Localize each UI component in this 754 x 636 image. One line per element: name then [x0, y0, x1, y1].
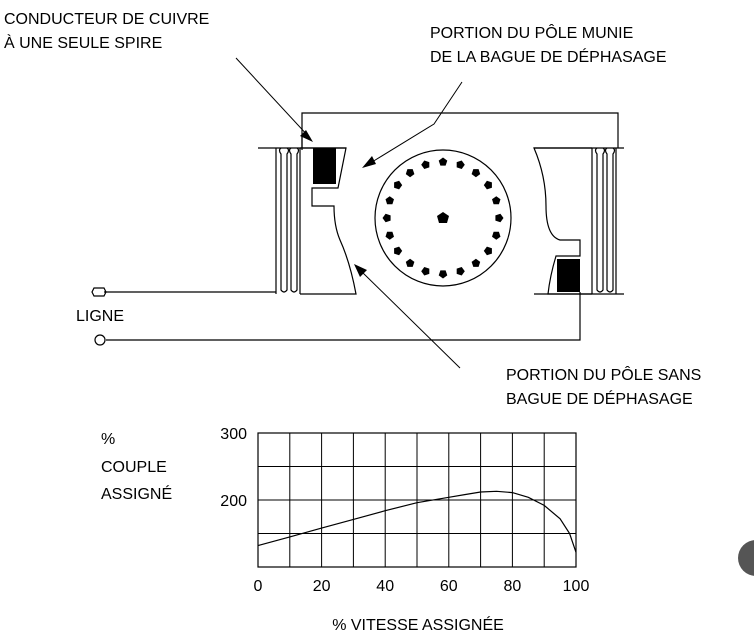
rotor-bar — [405, 258, 415, 267]
arrow-unshaded-portion — [361, 271, 461, 369]
rotor-bar — [483, 246, 492, 256]
y-tick-label: 200 — [220, 493, 247, 510]
rotor-bar — [385, 231, 394, 240]
label-unshaded-line1: PORTION DU PÔLE SANS — [506, 365, 701, 384]
label-unshaded-line2: BAGUE DE DÉPHASAGE — [506, 389, 693, 408]
rotor-bar — [394, 180, 403, 190]
motor-diagram — [91, 57, 624, 369]
rotor-bar — [471, 258, 481, 267]
label-line: LIGNE — [76, 308, 124, 325]
shading-ring-right — [557, 259, 580, 292]
label-conductor-line2: À UNE SEULE SPIRE — [4, 33, 162, 52]
rotor-bar — [438, 270, 448, 279]
chart-ylabel-line2: COUPLE — [101, 459, 167, 476]
top-wire — [301, 112, 619, 148]
arrow-shaded-head — [362, 156, 376, 168]
rotor-bar — [456, 160, 465, 169]
arrow-conductor — [235, 57, 311, 139]
x-tick-label: 100 — [563, 578, 590, 595]
y-tick-label: 300 — [220, 426, 247, 443]
rotor-bar — [495, 213, 504, 223]
rotor-bars — [382, 157, 504, 279]
torque-speed-chart: 0 20 40 60 80 100 200 300 % COUPLE ASSIGNÉ % V… — [101, 426, 589, 634]
torque-curve — [257, 490, 577, 553]
chart-xlabel: % VITESSE ASSIGNÉE — [332, 615, 504, 634]
rotor-bar — [394, 246, 403, 256]
line-wire-lower — [106, 292, 581, 341]
chart-ylabel-line3: ASSIGNÉ — [101, 484, 172, 503]
rotor-bar — [492, 231, 501, 240]
corner-badge — [738, 540, 754, 576]
rotor-bar — [382, 213, 391, 223]
left-pole-face — [300, 147, 357, 295]
arrow-conductor-head — [300, 130, 313, 142]
terminal-upper — [91, 287, 107, 297]
x-tick-label: 80 — [504, 578, 522, 595]
rotor-bar — [492, 196, 501, 205]
right-pole-face — [533, 147, 592, 295]
chart-y-tick-labels: 200 300 — [220, 426, 247, 510]
label-shaded-line2: DE LA BAGUE DE DÉPHASAGE — [430, 47, 667, 66]
label-shaded-line1: PORTION DU PÔLE MUNIE — [430, 23, 633, 42]
rotor-bar — [421, 160, 430, 169]
rotor-bar — [385, 196, 394, 205]
x-tick-label: 20 — [313, 578, 331, 595]
rotor-bar — [405, 169, 415, 178]
terminal-lower — [94, 334, 106, 346]
rotor-bar — [438, 157, 448, 166]
rotor — [374, 149, 512, 287]
rotor-shaft — [437, 212, 449, 223]
arrow-unshaded-head — [354, 264, 367, 277]
arrow-shaded-portion — [371, 81, 463, 163]
label-conductor-line1: CONDUCTEUR DE CUIVRE — [4, 11, 209, 28]
x-tick-label: 40 — [376, 578, 394, 595]
chart-frame — [257, 432, 577, 568]
rotor-bar — [471, 169, 481, 178]
chart-x-tick-labels: 0 20 40 60 80 100 — [254, 578, 590, 595]
chart-grid — [258, 433, 576, 567]
rotor-bar — [456, 267, 465, 276]
x-tick-label: 0 — [254, 578, 263, 595]
shading-ring-left — [313, 148, 336, 184]
rotor-bar — [483, 180, 492, 190]
x-tick-label: 60 — [440, 578, 458, 595]
chart-ylabel-line1: % — [101, 431, 115, 448]
rotor-bar — [421, 267, 430, 276]
